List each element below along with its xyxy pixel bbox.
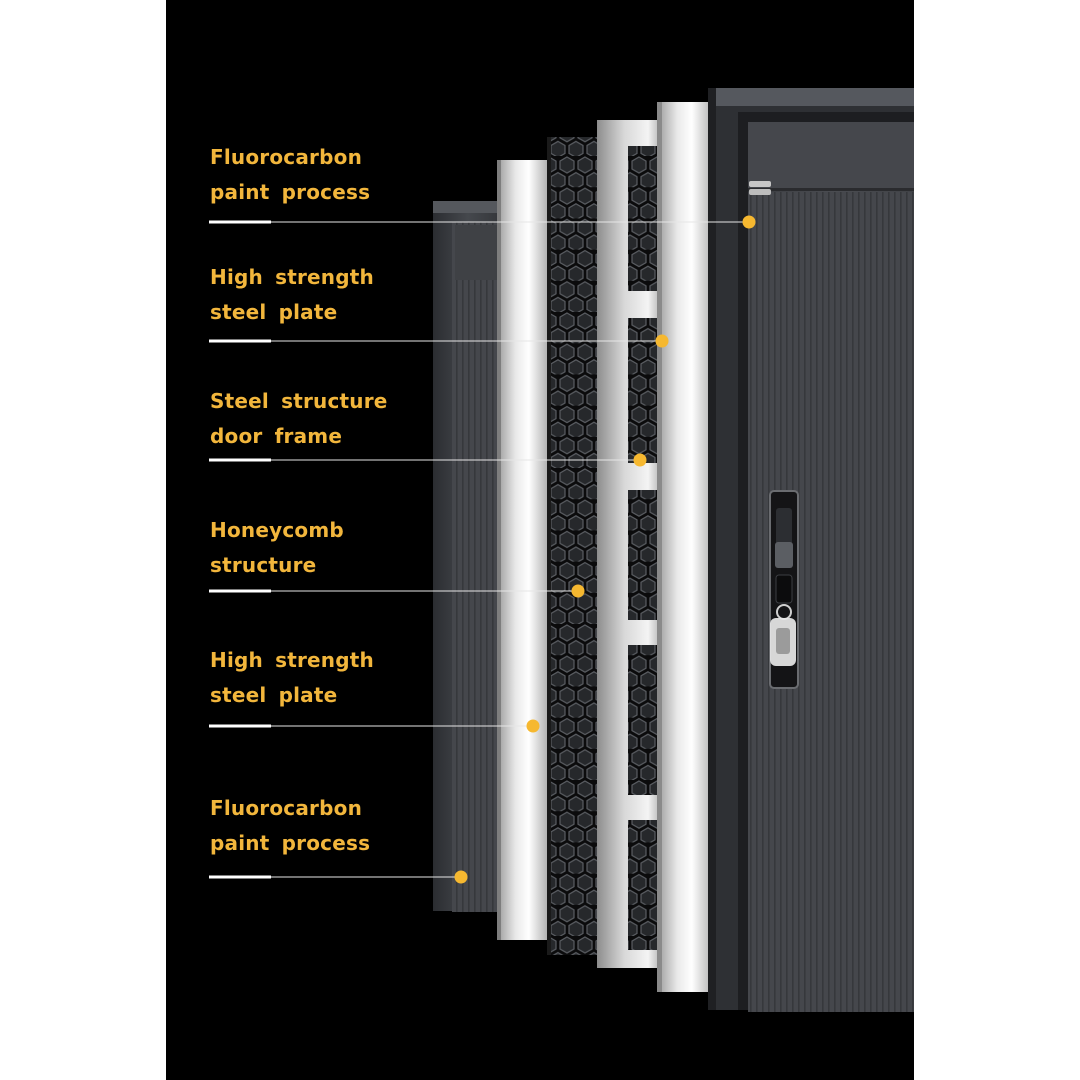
label-line-2: steel plate xyxy=(210,683,338,707)
marker-dot xyxy=(526,719,540,733)
label-line-2: paint process xyxy=(210,180,371,204)
label-high-strength-steel-plate-outer: High strength steel plate xyxy=(210,260,374,330)
label-line-1: Fluorocarbon xyxy=(210,796,363,820)
smart-lock-handle xyxy=(769,490,799,689)
back-door-skin xyxy=(433,201,503,912)
marker-dot xyxy=(655,334,669,348)
label-line-1: High strength xyxy=(210,648,374,672)
marker-dot xyxy=(454,870,468,884)
leader-line-start xyxy=(209,589,271,593)
label-line-2: structure xyxy=(210,553,317,577)
leader-line-start xyxy=(209,339,271,343)
label-steel-structure-door-frame: Steel structure door frame xyxy=(210,384,388,454)
leader-line-start xyxy=(209,220,271,224)
label-fluorocarbon-paint-outer: Fluorocarbon paint process xyxy=(210,140,370,210)
label-fluorocarbon-paint-inner: Fluorocarbon paint process xyxy=(210,791,370,861)
label-high-strength-steel-plate-inner: High strength steel plate xyxy=(210,643,374,713)
steel-plate-outer-layer xyxy=(497,160,550,940)
label-honeycomb-structure: Honeycomb structure xyxy=(210,513,344,583)
label-line-1: High strength xyxy=(210,265,374,289)
honeycomb-core-layer xyxy=(547,137,605,955)
marker-dot xyxy=(633,453,647,467)
leader-line-start xyxy=(209,724,271,728)
steel-plate-inner-layer xyxy=(657,102,715,992)
steel-frame-layer xyxy=(597,120,665,968)
label-line-1: Fluorocarbon xyxy=(210,145,363,169)
marker-dot xyxy=(742,215,756,229)
leader-line-start xyxy=(209,875,271,879)
marker-dot xyxy=(571,584,585,598)
label-line-1: Steel structure xyxy=(210,389,388,413)
label-line-2: steel plate xyxy=(210,300,338,324)
leader-lines xyxy=(209,215,756,884)
label-line-2: door frame xyxy=(210,424,343,448)
front-door xyxy=(708,88,914,1012)
leader-line-start xyxy=(209,458,271,462)
label-line-2: paint process xyxy=(210,831,371,855)
label-line-1: Honeycomb xyxy=(210,518,344,542)
